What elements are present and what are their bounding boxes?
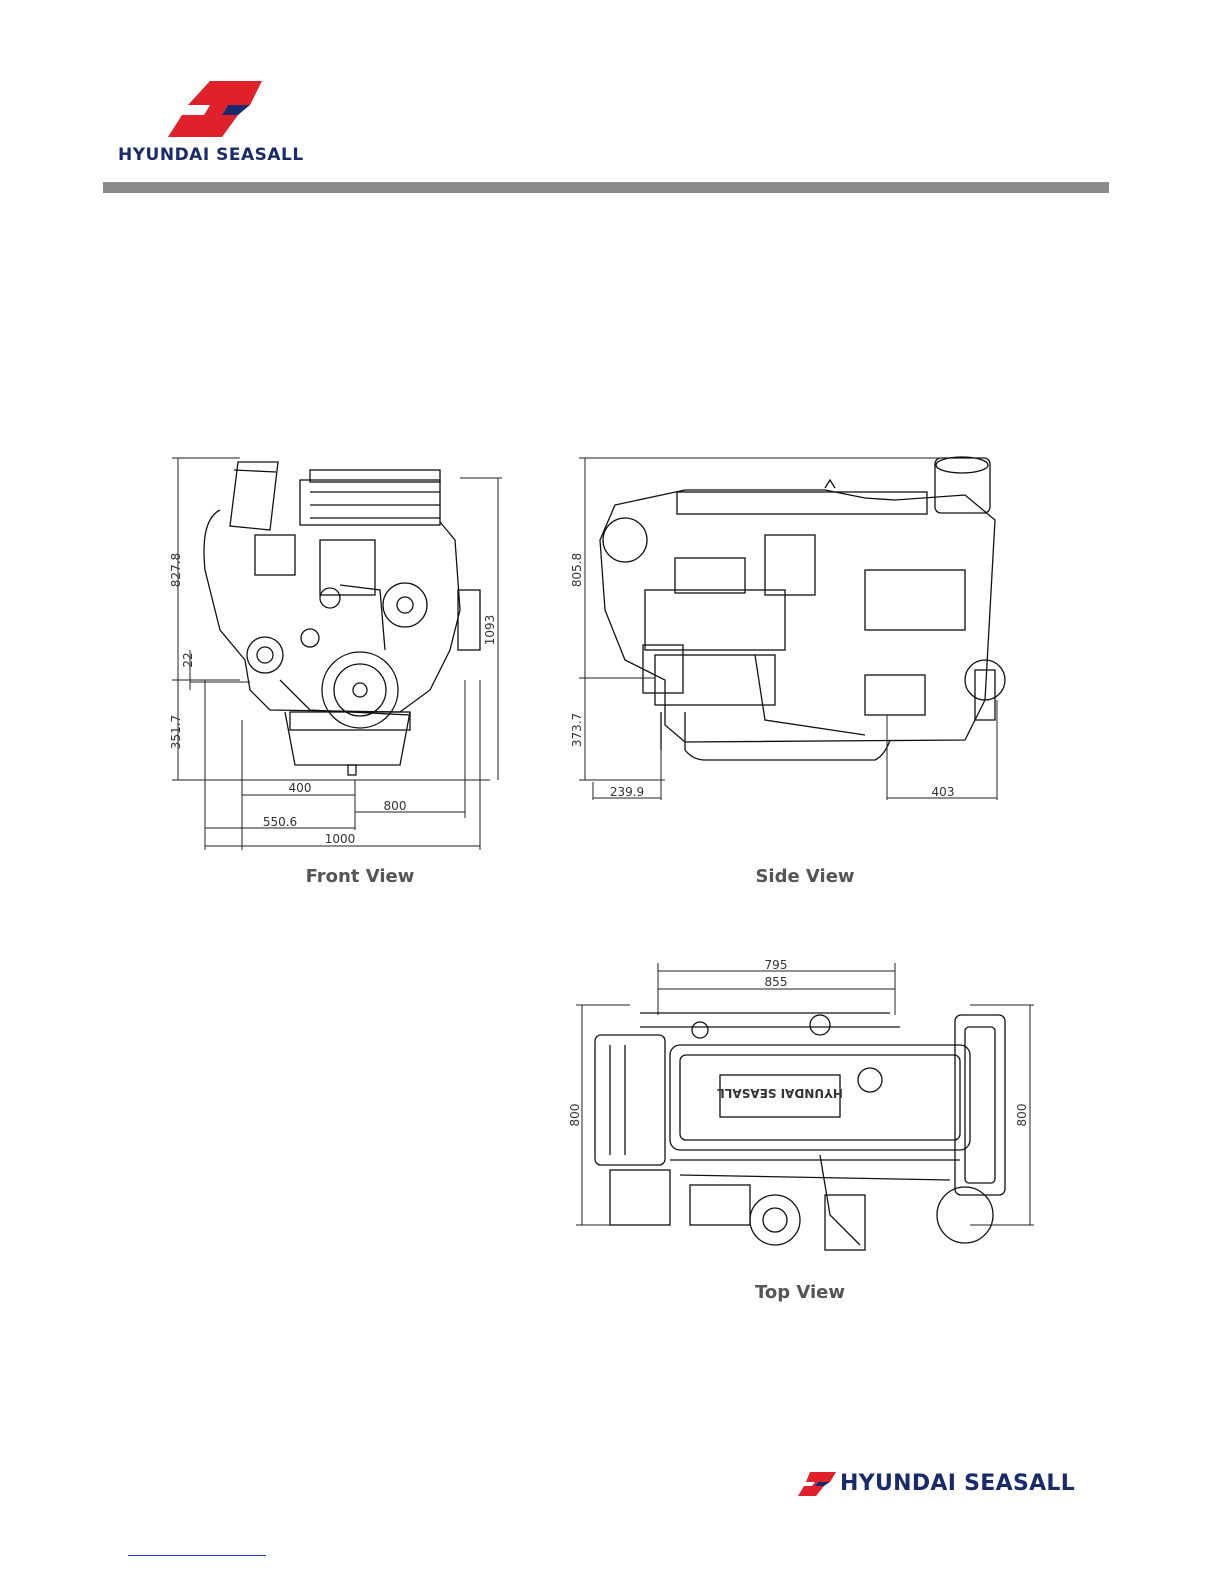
top-dim-795: 795: [765, 958, 788, 972]
front-dim-1000: 1000: [325, 832, 356, 846]
seasall-logo-mark: [110, 75, 320, 145]
footer-logo: HYUNDAI SEASALL: [796, 1470, 1106, 1500]
top-dim-855: 855: [765, 975, 788, 989]
top-engine-label: HYUNDAI SEASALL: [717, 1086, 843, 1100]
header-rule: [103, 182, 1109, 193]
front-dim-1093: 1093: [483, 615, 497, 646]
top-view-drawing: HYUNDAI SEASALL 795 855 800 800: [570, 955, 1040, 1285]
front-dim-22: 22: [181, 652, 195, 667]
side-view-drawing: 805.8 373.7 239.9 403: [565, 450, 1015, 810]
brand-name: HYUNDAI SEASALL: [118, 145, 304, 165]
front-dim-827: 827.8: [169, 553, 183, 587]
header-logo: HYUNDAI SEASALL: [110, 75, 320, 170]
side-dim-373: 373.7: [570, 713, 584, 747]
footer-link-underline: [128, 1555, 266, 1556]
seasall-logo-mark-small: [796, 1470, 838, 1498]
front-view-drawing: 827.8 22 351.7 1093 400 800 550.6 1000: [160, 450, 510, 860]
front-view-caption: Front View: [300, 866, 420, 887]
front-dim-800: 800: [384, 799, 407, 813]
side-dim-239: 239.9: [610, 785, 644, 799]
side-dim-805: 805.8: [570, 553, 584, 587]
footer-brand-name: HYUNDAI SEASALL: [840, 1471, 1075, 1496]
side-dim-403: 403: [932, 785, 955, 799]
top-dim-800-left: 800: [570, 1104, 582, 1127]
top-dim-800-right: 800: [1015, 1104, 1029, 1127]
side-view-caption: Side View: [745, 866, 865, 887]
top-view-caption: Top View: [740, 1282, 860, 1303]
front-dim-351: 351.7: [169, 715, 183, 749]
front-dim-400: 400: [289, 781, 312, 795]
front-dim-550: 550.6: [263, 815, 297, 829]
